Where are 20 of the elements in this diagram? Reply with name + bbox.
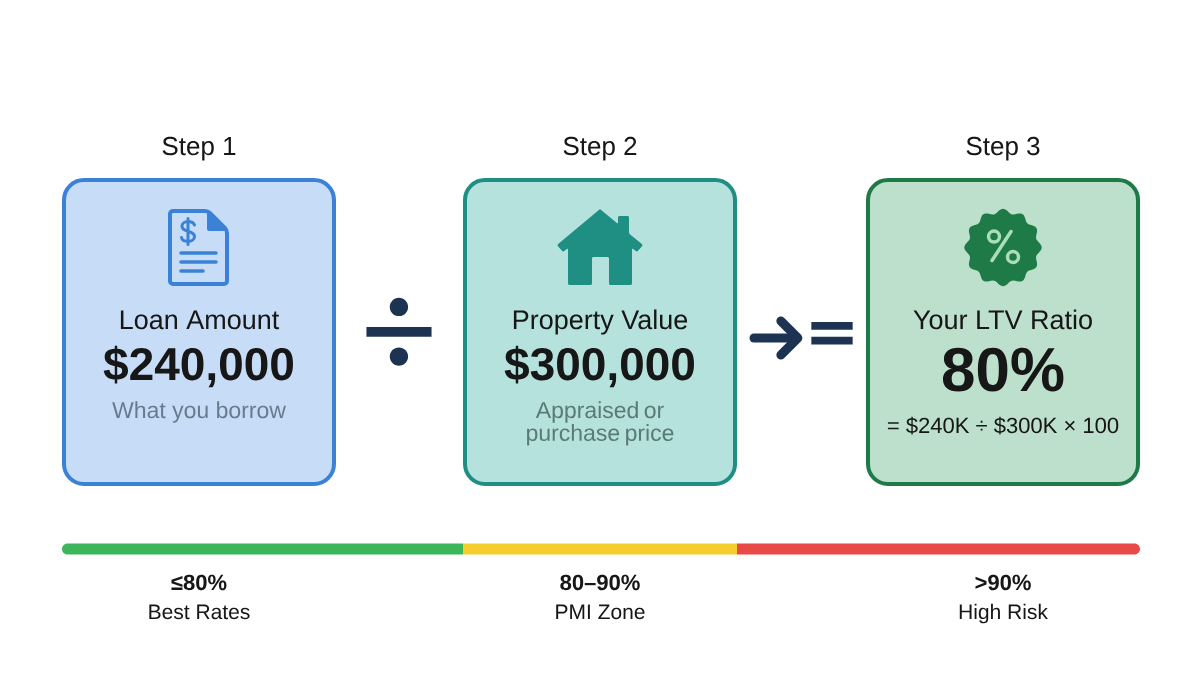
step-heading: Step 3 — [966, 136, 1040, 161]
range-label: PMI Zone — [556, 604, 645, 620]
range-value: >90% — [975, 574, 1031, 591]
card-title: Your LTV Ratio — [913, 309, 1092, 330]
ratio-value: 80% — [942, 347, 1064, 392]
card-title: Property Value — [513, 309, 688, 335]
formula-text: = $240K ÷ $300K × 100 — [887, 416, 1119, 435]
range-label: High Risk — [959, 603, 1048, 624]
division-sign: ÷ — [366, 297, 432, 366]
range-value: ≤80% — [171, 574, 227, 591]
range-value: 80–90% — [560, 574, 640, 591]
amount-value: $240,000 — [103, 345, 293, 388]
step-heading: Step 2 — [563, 136, 637, 161]
equals-sign: = — [811, 322, 853, 345]
amount-value: $300,000 — [504, 345, 694, 388]
range-label: Best Rates — [149, 604, 250, 620]
card-title: Loan Amount — [120, 310, 280, 330]
card-note: Appraised or purchase price — [527, 401, 674, 446]
card-note: What you borrow — [112, 401, 286, 423]
step-heading: Step 1 — [162, 136, 236, 161]
